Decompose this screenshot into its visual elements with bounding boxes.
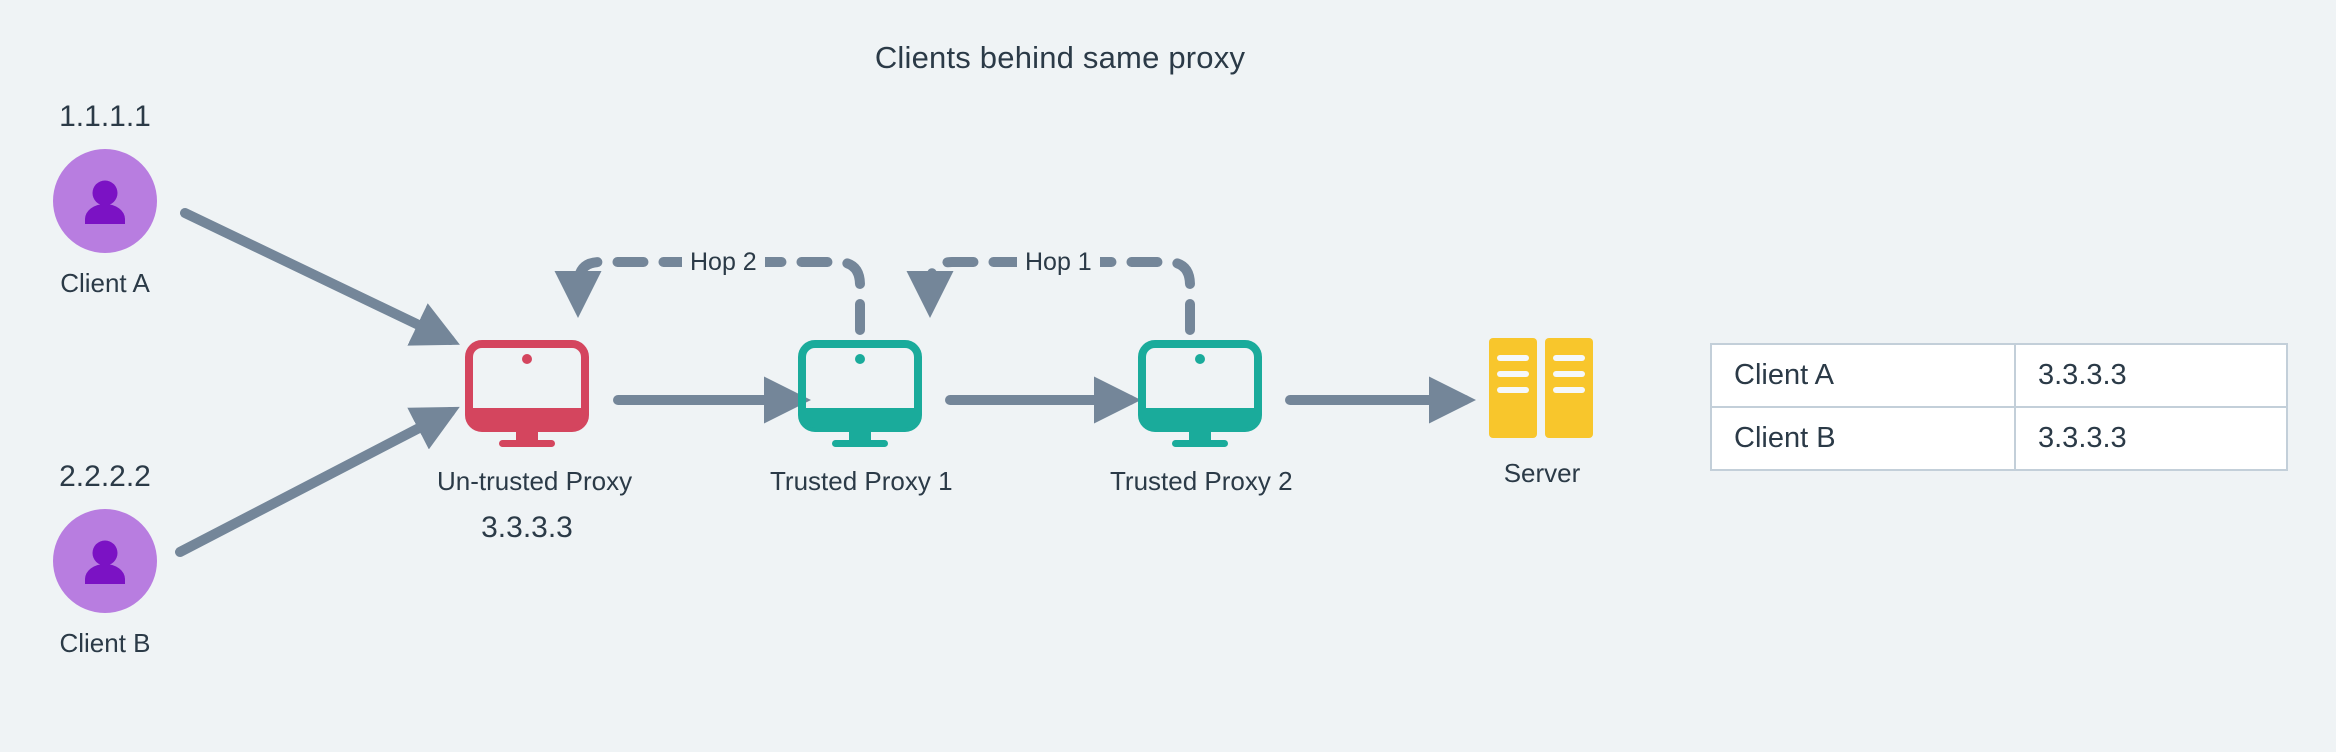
client-ip-mapping-table: Client A 3.3.3.3 Client B 3.3.3.3: [1710, 343, 2288, 471]
server-icon: [1489, 338, 1593, 438]
client-a-group[interactable]: 1.1.1.1 Client A: [0, 100, 210, 299]
trusted-proxy-2-label: Trusted Proxy 2: [1110, 466, 1293, 496]
client-b-group[interactable]: 2.2.2.2 Client B: [0, 460, 210, 659]
client-b-avatar[interactable]: [53, 509, 157, 613]
node-server[interactable]: Server: [1462, 336, 1622, 489]
user-avatar-icon: [85, 540, 125, 584]
untrusted-proxy-icon-wrap[interactable]: [437, 340, 617, 450]
page-title: Clients behind same proxy: [874, 40, 1246, 75]
client-a-avatar[interactable]: [53, 149, 157, 253]
client-a-ip: 1.1.1.1: [59, 100, 151, 133]
user-avatar-icon: [85, 180, 125, 224]
monitor-icon: [1138, 340, 1262, 447]
table-cell-client-ip: 3.3.3.3: [2014, 343, 2288, 408]
table-cell-client-name: Client B: [1710, 406, 2016, 471]
monitor-icon: [465, 340, 589, 447]
table-row: Client A 3.3.3.3: [1710, 343, 2288, 408]
client-a-label: Client A: [60, 268, 150, 298]
node-trusted-proxy-1[interactable]: Trusted Proxy 1: [770, 340, 953, 497]
trusted-proxy-2-icon-wrap[interactable]: [1110, 340, 1290, 450]
hop-label-1: Hop 1: [1017, 248, 1100, 277]
node-trusted-proxy-2[interactable]: Trusted Proxy 2: [1110, 340, 1293, 497]
client-b-ip: 2.2.2.2: [59, 460, 151, 493]
trusted-proxy-1-icon-wrap[interactable]: [770, 340, 950, 450]
monitor-icon: [798, 340, 922, 447]
table-cell-client-name: Client A: [1710, 343, 2016, 408]
hop-label-2: Hop 2: [682, 248, 765, 277]
node-untrusted-proxy[interactable]: Un-trusted Proxy 3.3.3.3: [437, 340, 633, 545]
table-row: Client B 3.3.3.3: [1710, 406, 2288, 471]
untrusted-proxy-ip: 3.3.3.3: [481, 511, 573, 544]
untrusted-proxy-label: Un-trusted Proxy: [437, 466, 633, 496]
edge-client-a-to-untrusted-proxy: [180, 208, 460, 346]
server-icon-wrap[interactable]: [1462, 336, 1622, 440]
trusted-proxy-1-label: Trusted Proxy 1: [770, 466, 953, 496]
server-label: Server: [1503, 458, 1581, 488]
table-cell-client-ip: 3.3.3.3: [2014, 406, 2288, 471]
client-b-label: Client B: [59, 628, 151, 658]
edge-client-b-to-untrusted-proxy: [175, 406, 460, 557]
